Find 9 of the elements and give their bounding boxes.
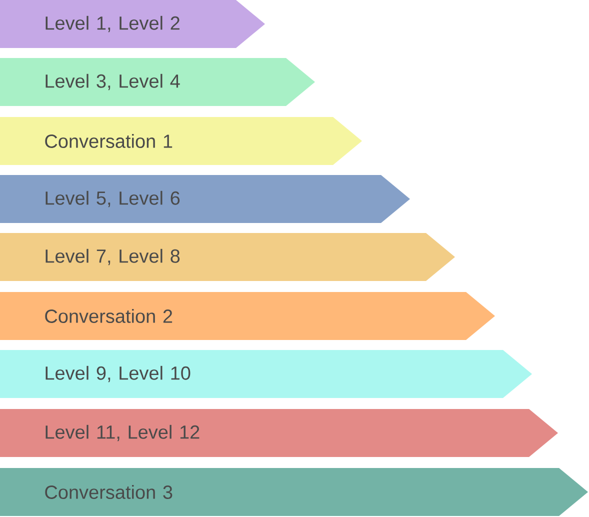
arrow-band: Conversation 1 bbox=[0, 117, 362, 165]
arrow-band: Level 3, Level 4 bbox=[0, 58, 315, 106]
arrow-band: Conversation 3 bbox=[0, 468, 588, 516]
arrow-band: Conversation 2 bbox=[0, 292, 495, 340]
arrow-band: Level 5, Level 6 bbox=[0, 175, 410, 223]
arrow-band: Level 7, Level 8 bbox=[0, 233, 455, 281]
arrow-band: Level 9, Level 10 bbox=[0, 350, 532, 398]
arrow-band: Level 11, Level 12 bbox=[0, 409, 558, 457]
arrow-band: Level 1, Level 2 bbox=[0, 0, 265, 48]
